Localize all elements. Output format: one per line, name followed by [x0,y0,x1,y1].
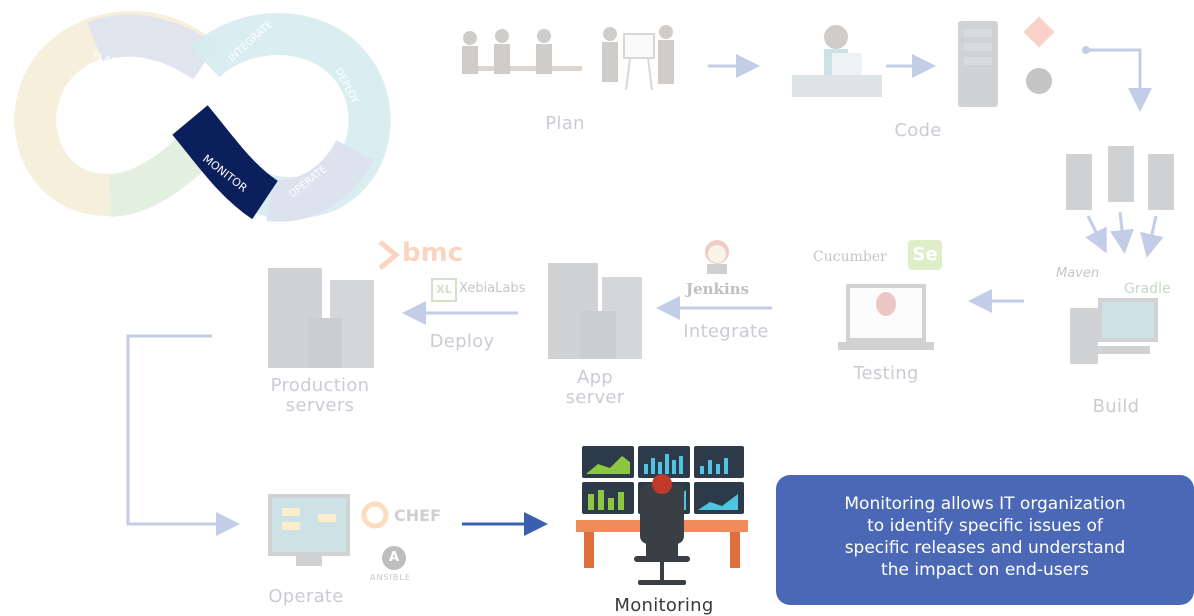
monitoring-description-callout: Monitoring allows IT organization to ide… [776,475,1194,605]
stage-label-operate: Operate [268,586,344,607]
xebialabs-logo-mark: XL [431,278,457,302]
build-illustration [1066,146,1174,364]
bmc-logo-icon [378,240,400,270]
production-servers-illustration [268,268,374,368]
arrow-build-fan-1 [1085,215,1107,254]
arrow-production-to-operate [126,334,240,536]
callout-line-3: specific releases and understand [844,538,1126,558]
loop-segment-monitor [172,105,279,220]
bmc-logo-text: bmc [402,238,464,268]
chef-logo-text: CHEF [394,506,441,525]
app-server-illustration [548,263,642,359]
chef-logo-icon [361,501,389,529]
production-line2: servers [285,395,355,416]
app-server-line2: server [565,387,625,408]
callout-line-1: Monitoring allows IT organization [844,494,1126,514]
loop-segment-plan [87,14,217,80]
callout-line-2: to identify specific issues of [867,516,1103,536]
callout-line-4: the impact on end-users [881,560,1089,580]
stage-label-build: Build [1092,396,1140,417]
selenium-logo: Se [908,240,942,270]
devops-infinity-loop: PLAN INTEGRATE DEPLOY OPERATE MONITOR [14,11,391,222]
plan-meeting-illustration [462,25,674,91]
production-line1: Production [270,375,370,396]
stage-label-plan: Plan [545,113,585,134]
jenkins-logo-text: Jenkins [686,280,749,298]
xebialabs-logo-text: XebiaLabs [459,281,526,296]
stage-label-integrate: Integrate [683,321,769,342]
operate-monitor-illustration [268,494,350,566]
loop-segment-operate [266,139,374,222]
stage-label-monitoring: Monitoring [614,595,714,616]
cucumber-logo-text: Cucumber [813,249,887,265]
arrow-code-to-build [1086,48,1152,112]
ansible-logo-mark: A [382,546,406,570]
stage-label-app-server: App server [555,368,635,408]
stage-label-deploy: Deploy [429,331,495,352]
stage-label-testing: Testing [853,363,919,384]
maven-logo-text: Maven [1056,266,1100,281]
stage-label-code: Code [894,120,942,141]
arrow-build-fan-2 [1110,211,1134,254]
code-illustration [792,16,1055,107]
testing-laptop-illustration [838,284,934,350]
arrow-build-fan-3 [1140,215,1164,258]
gradle-logo-text: Gradle [1124,281,1171,297]
stage-label-production: Production servers [260,376,380,416]
ansible-logo-text: ANSIBLE [370,573,411,582]
app-server-line1: App [576,367,614,388]
jenkins-icon [705,240,729,274]
monitoring-operator-illustration [576,446,748,585]
